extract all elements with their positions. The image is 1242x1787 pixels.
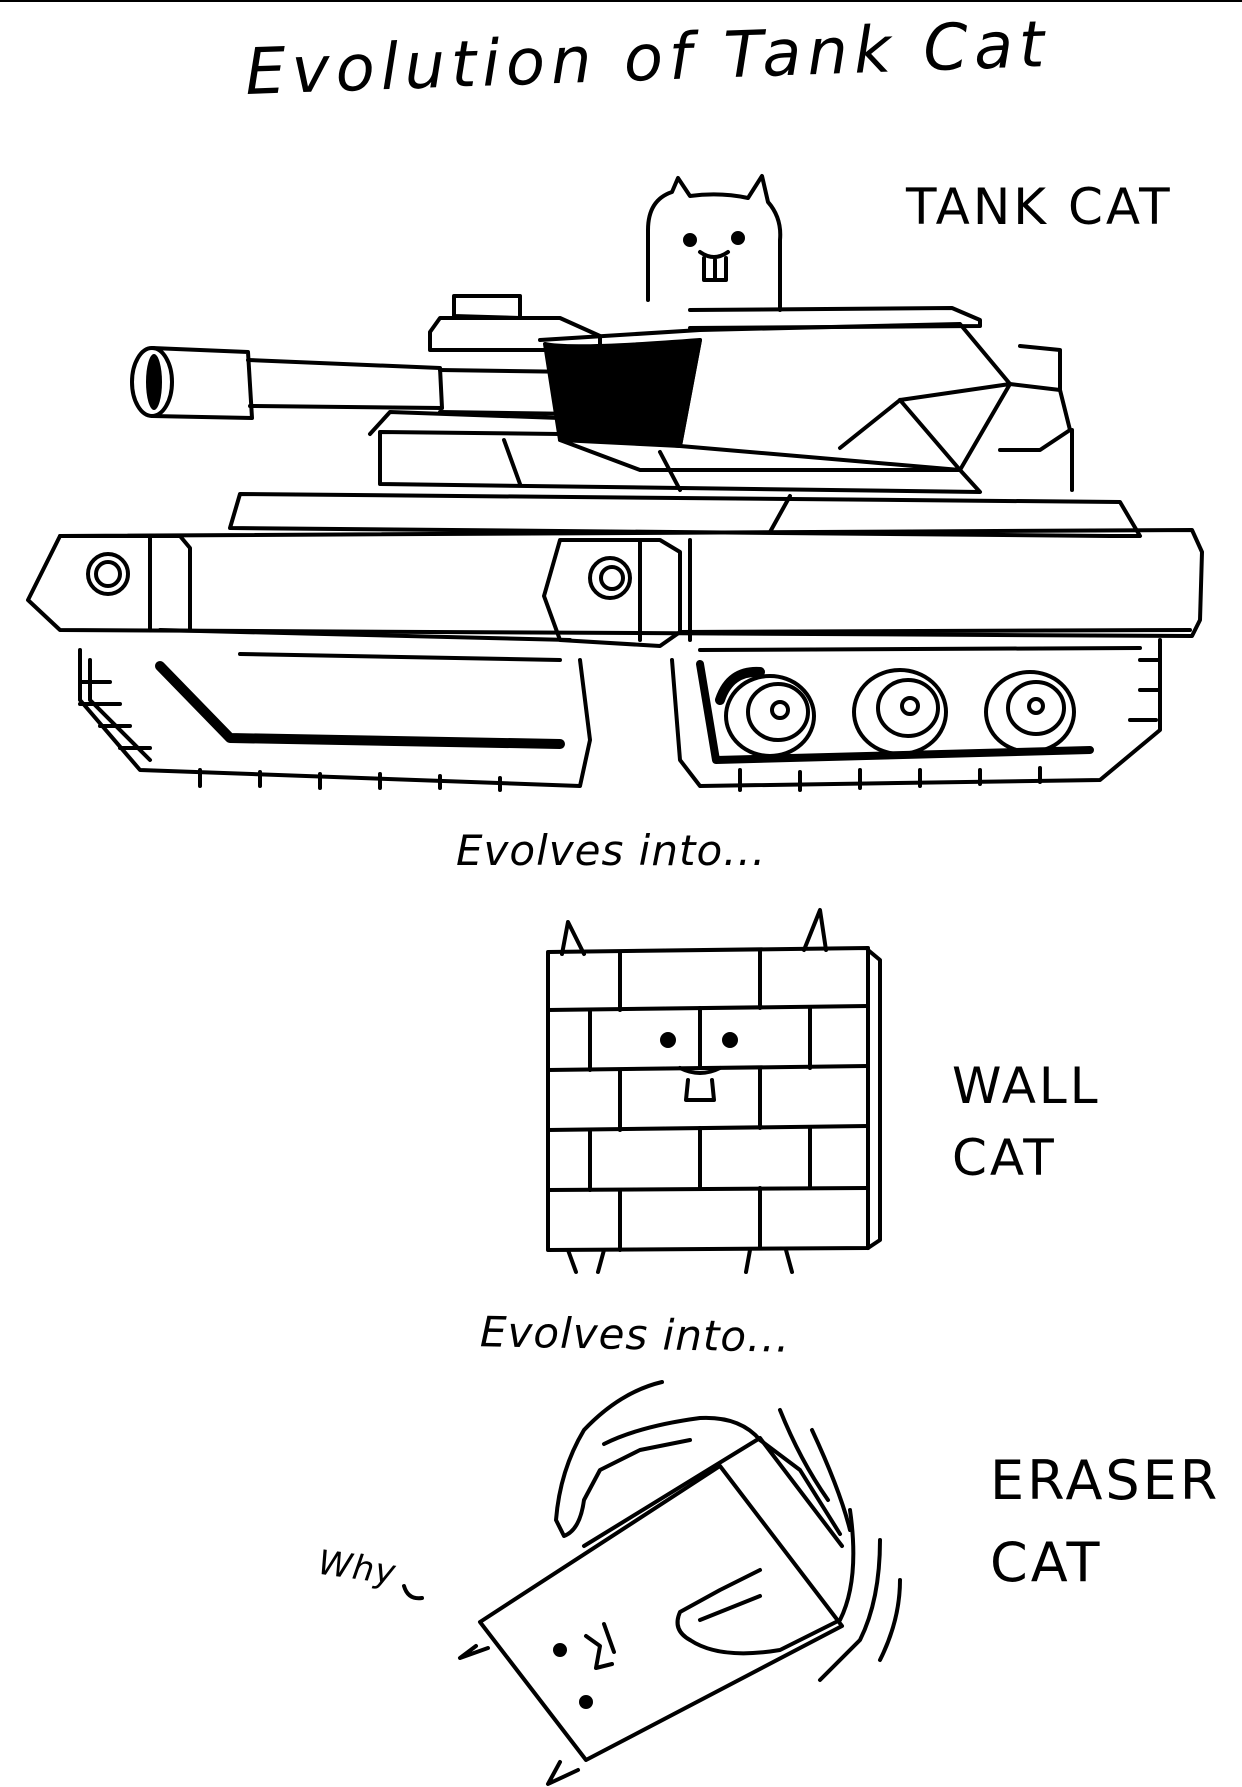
evolves-into-caption-2: Evolves into... bbox=[479, 1307, 791, 1362]
eraser-cat-label-line1: ERASER bbox=[990, 1449, 1221, 1512]
wall-cat-label: WALL CAT bbox=[952, 1050, 1101, 1194]
top-border bbox=[0, 0, 1242, 2]
wall-cat-label-line2: CAT bbox=[952, 1129, 1057, 1187]
eraser-cat-drawing bbox=[404, 1382, 900, 1784]
evolves-into-caption-1: Evolves into... bbox=[456, 826, 767, 875]
eraser-cat-label: ERASER CAT bbox=[990, 1440, 1220, 1604]
tank-cat-head bbox=[648, 176, 780, 310]
eraser-cat-label-line2: CAT bbox=[990, 1531, 1103, 1594]
tank-cat-label: TANK CAT bbox=[906, 178, 1173, 236]
tank-turret bbox=[370, 296, 1072, 492]
tank-hull bbox=[28, 494, 1202, 660]
tank-wheels bbox=[720, 670, 1074, 756]
wall-cat-drawing bbox=[548, 910, 880, 1272]
wall-cat-label-line1: WALL bbox=[952, 1057, 1101, 1115]
tank-cannon bbox=[132, 348, 604, 418]
tank-tracks bbox=[80, 640, 1160, 790]
